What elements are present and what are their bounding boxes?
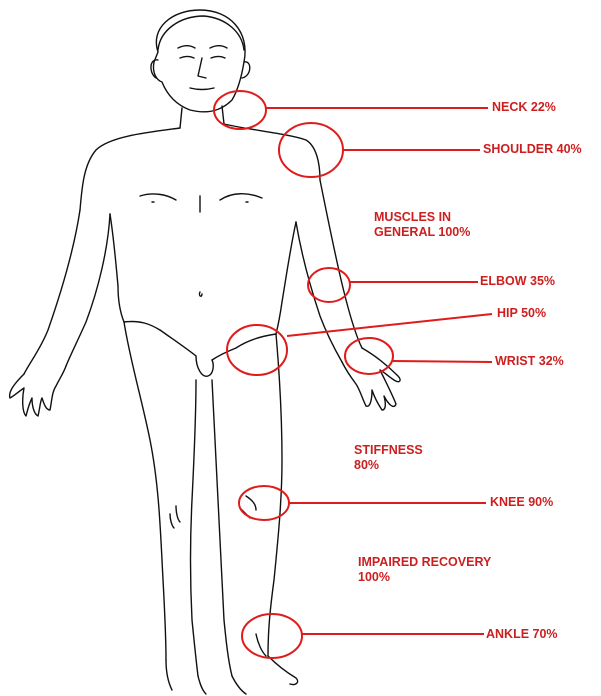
left-knee-mark <box>170 506 180 528</box>
chest-right <box>220 194 262 200</box>
torso-left <box>110 214 124 322</box>
right-foot <box>232 656 298 694</box>
elbow-circle <box>308 268 350 302</box>
wrist-label: WRIST 32% <box>495 354 564 369</box>
ankle-circle <box>242 614 302 658</box>
right-shoulder <box>224 124 320 180</box>
left-arm-inner <box>66 214 110 366</box>
shoulder-label: SHOULDER 40% <box>483 142 582 157</box>
muscles-general-label: MUSCLES IN GENERAL 100% <box>374 210 554 240</box>
right-arm-outer <box>320 180 362 348</box>
wrist-circle <box>345 338 393 374</box>
left-leg-inner <box>191 380 199 676</box>
head <box>153 10 245 112</box>
elbow-label: ELBOW 35% <box>480 274 555 289</box>
ankle-mark <box>256 634 266 656</box>
neck-label: NECK 22% <box>492 100 556 115</box>
right-eyebrow <box>210 46 227 48</box>
waist <box>124 321 160 330</box>
right-knee-mark <box>240 496 256 518</box>
hip-label: HIP 50% <box>497 306 546 321</box>
neck-left <box>180 108 182 128</box>
chest-left <box>140 194 176 200</box>
left-foot <box>166 660 206 694</box>
left-leg-outer <box>124 322 166 660</box>
left-hand <box>10 366 66 416</box>
stiffness-line-1: STIFFNESS <box>354 443 534 458</box>
wrist-line <box>393 361 492 362</box>
body-outline <box>10 10 400 694</box>
shoulder-circle <box>279 123 343 177</box>
right-leg-inner <box>212 380 232 676</box>
impaired-recovery-label: IMPAIRED RECOVERY 100% <box>358 555 538 585</box>
left-arm-outer <box>24 210 80 374</box>
right-arm-inner <box>296 222 342 362</box>
left-eye <box>180 57 194 59</box>
groin-left <box>160 330 196 356</box>
navel <box>199 292 202 296</box>
left-shoulder <box>80 128 180 210</box>
impaired-recovery-line-1: IMPAIRED RECOVERY <box>358 555 538 570</box>
hip-line <box>287 314 492 336</box>
muscles-general-line-2: GENERAL 100% <box>374 225 554 240</box>
genitals <box>196 356 213 376</box>
stiffness-line-2: 80% <box>354 458 534 473</box>
left-eyebrow <box>178 46 195 48</box>
right-eye <box>211 57 225 59</box>
knee-circle <box>239 486 289 520</box>
right-leg-outer <box>268 334 282 656</box>
stiffness-label: STIFFNESS 80% <box>354 443 534 473</box>
impaired-recovery-line-2: 100% <box>358 570 538 585</box>
neck-right <box>222 106 224 124</box>
muscles-general-line-1: MUSCLES IN <box>374 210 554 225</box>
ankle-label: ANKLE 70% <box>486 627 558 642</box>
torso-right <box>276 222 296 334</box>
nose <box>198 58 206 78</box>
groin-right <box>212 334 276 360</box>
right-hand <box>342 348 400 410</box>
mouth <box>190 88 214 90</box>
knee-label: KNEE 90% <box>490 495 553 510</box>
